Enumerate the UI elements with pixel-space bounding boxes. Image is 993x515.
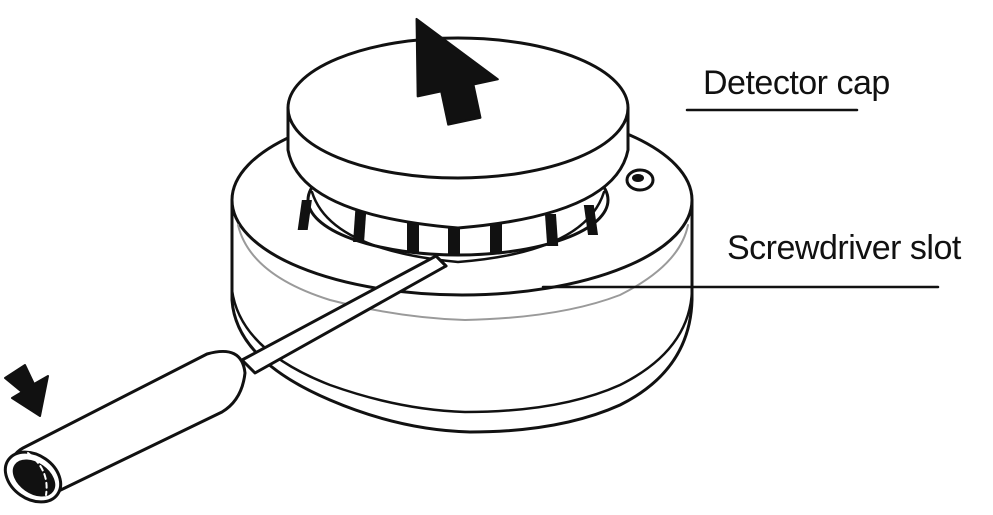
screwdriver-slot-label: Screwdriver slot bbox=[727, 229, 961, 267]
arrow-up-icon bbox=[415, 17, 499, 126]
arrow-down-icon bbox=[4, 364, 49, 417]
screwdriver bbox=[3, 254, 448, 504]
detector-cap-label: Detector cap bbox=[703, 64, 890, 102]
led-indicator bbox=[625, 168, 655, 192]
